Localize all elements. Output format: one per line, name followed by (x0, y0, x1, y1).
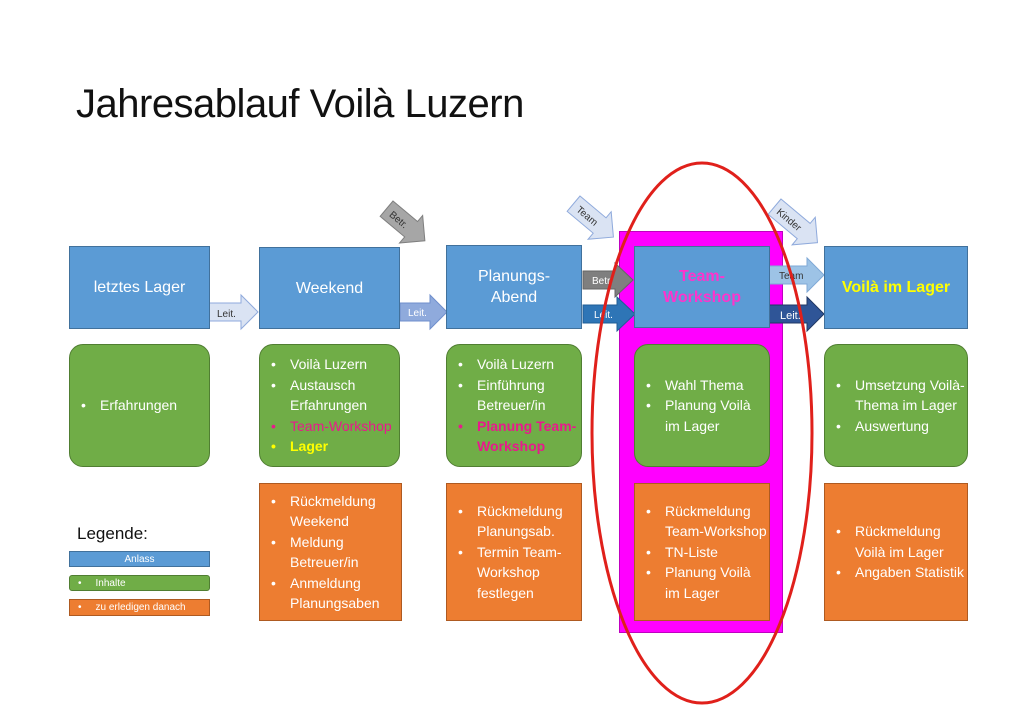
list-item: Rückmeldung Voilà im Lager (836, 521, 967, 562)
event-planungs-abend-label: Planungs-Abend (477, 268, 551, 306)
legend-bullet-icon: • (78, 577, 82, 589)
arrow-betr-3-label: Betr. (592, 276, 613, 287)
inhalte-list-2: Voilà Luzern Austausch Erfahrungen Team-… (260, 354, 399, 457)
arrow-leit-3-label: Leit. (594, 310, 613, 321)
todo-box-3: Rückmeldung Team-Workshop TN-Liste Planu… (634, 483, 770, 621)
list-item: Planung Voilà im Lager (646, 395, 769, 436)
inhalte-list-1: Erfahrungen (70, 395, 177, 416)
arrow-leit-1-label: Leit. (217, 309, 236, 320)
page-title: Jahresablauf Voilà Luzern (76, 82, 524, 126)
list-item: Auswertung (836, 416, 967, 437)
arrow-top-team: Team (566, 195, 614, 240)
list-item: Termin Team-Workshop festlegen (458, 542, 581, 604)
event-team-workshop-label: Team-Workshop (663, 268, 741, 306)
legend-anlass: Anlass (69, 551, 210, 567)
list-item: Team-Workshop (271, 416, 399, 437)
list-item: Angaben Statistik (836, 562, 967, 583)
event-voila-im-lager-label: Voilà im Lager (841, 279, 951, 296)
event-planungs-abend: Planungs-Abend (446, 245, 582, 329)
list-item: Voilà Luzern (458, 354, 581, 375)
event-weekend: Weekend (259, 247, 400, 329)
inhalte-list-4: Wahl Thema Planung Voilà im Lager (635, 375, 769, 437)
list-item: Planung Team-Workshop (458, 416, 581, 457)
list-item: Planung Voilà im Lager (646, 562, 769, 603)
list-item: Erfahrungen (81, 395, 177, 416)
legend-todo-label: zu erledigen danach (95, 602, 186, 613)
event-letztes-lager-label: letztes Lager (93, 279, 186, 296)
inhalte-list-3: Voilà Luzern Einführung Betreuer/in Plan… (447, 354, 581, 457)
legend-inhalte-label: Inhalte (95, 577, 126, 589)
legend-bullet-icon: • (78, 602, 82, 613)
list-item: Austausch Erfahrungen (271, 375, 399, 416)
todo-box-1: Rückmeldung Weekend Meldung Betreuer/in … (259, 483, 402, 621)
list-item: Voilà Luzern (271, 354, 399, 375)
inhalte-list-5: Umsetzung Voilà-Thema im Lager Auswertun… (825, 375, 967, 437)
todo-list-2: Rückmeldung Planungsab. Termin Team-Work… (447, 501, 581, 604)
legend-inhalte: • Inhalte (69, 575, 210, 591)
list-item: Einführung Betreuer/in (458, 375, 581, 416)
inhalte-box-3: Voilà Luzern Einführung Betreuer/in Plan… (446, 344, 582, 467)
list-item: Rückmeldung Team-Workshop (646, 501, 769, 542)
arrow-top-kinder: Kinder (767, 198, 819, 246)
list-item: Lager (271, 436, 399, 457)
event-team-workshop: Team-Workshop (634, 246, 770, 328)
list-item: TN-Liste (646, 542, 769, 563)
todo-box-4: Rückmeldung Voilà im Lager Angaben Stati… (824, 483, 968, 621)
arrow-leit-1 (208, 293, 259, 331)
legend-todo: • zu erledigen danach (69, 599, 210, 616)
event-weekend-label: Weekend (295, 279, 364, 297)
event-letztes-lager: letztes Lager (69, 246, 210, 329)
list-item: Umsetzung Voilà-Thema im Lager (836, 375, 967, 416)
list-item: Rückmeldung Weekend (271, 491, 401, 532)
inhalte-box-4: Wahl Thema Planung Voilà im Lager (634, 344, 770, 467)
arrow-leit-4-label: Leit. (780, 310, 801, 322)
arrow-leit-2 (399, 293, 448, 331)
inhalte-box-1: Erfahrungen (69, 344, 210, 467)
legend-anlass-label: Anlass (124, 553, 155, 565)
legend-heading: Legende: (77, 524, 148, 543)
inhalte-box-5: Umsetzung Voilà-Thema im Lager Auswertun… (824, 344, 968, 467)
todo-box-2: Rückmeldung Planungsab. Termin Team-Work… (446, 483, 582, 621)
todo-list-3: Rückmeldung Team-Workshop TN-Liste Planu… (635, 501, 769, 604)
list-item: Wahl Thema (646, 375, 769, 396)
list-item: Meldung Betreuer/in (271, 532, 401, 573)
event-voila-im-lager: Voilà im Lager (824, 246, 968, 329)
list-item: Anmeldung Planungsaben (271, 573, 401, 614)
list-item: Rückmeldung Planungsab. (458, 501, 581, 542)
todo-list-4: Rückmeldung Voilà im Lager Angaben Stati… (825, 521, 967, 583)
arrow-leit-2-label: Leit. (408, 308, 427, 319)
inhalte-box-2: Voilà Luzern Austausch Erfahrungen Team-… (259, 344, 400, 467)
arrow-top-betr: Betr. (379, 200, 426, 244)
todo-list-1: Rückmeldung Weekend Meldung Betreuer/in … (260, 491, 401, 614)
arrow-team-4-label: Team (779, 271, 803, 282)
